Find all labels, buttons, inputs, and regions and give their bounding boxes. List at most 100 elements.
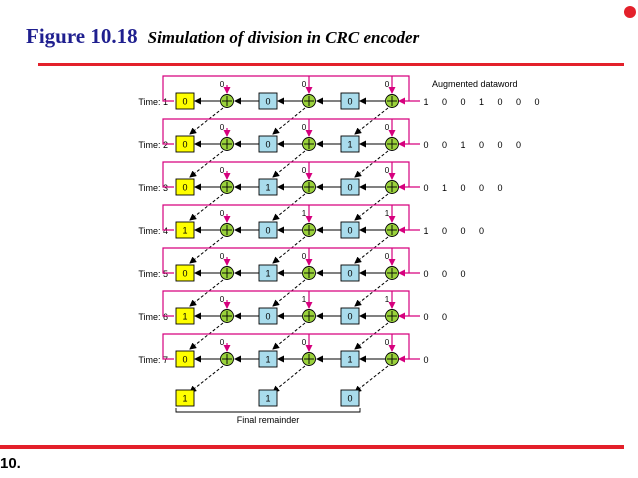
feedback-loop xyxy=(162,290,410,317)
next-state-arrow xyxy=(272,365,306,393)
tap-value: 0 xyxy=(302,252,307,261)
xor-gate xyxy=(302,266,316,280)
register-value: 0 xyxy=(347,312,352,322)
register-value: 1 xyxy=(182,312,187,322)
next-state-arrow xyxy=(354,279,389,307)
xor-gate xyxy=(220,223,234,237)
footer-divider xyxy=(0,445,624,449)
register-cell xyxy=(340,350,360,368)
next-state-arrow xyxy=(189,150,224,178)
register-value: 0 xyxy=(182,355,187,365)
next-state-arrow xyxy=(272,150,306,178)
dataword-bit: 0 xyxy=(460,269,465,279)
next-state-arrow xyxy=(189,236,224,264)
augmented-dataword-label: Augmented dataword xyxy=(432,79,518,89)
dataword-bit: 0 xyxy=(423,140,428,150)
tap-value: 0 xyxy=(220,80,225,89)
remainder-value: 1 xyxy=(182,394,187,404)
register-cell xyxy=(175,264,195,282)
xor-gate xyxy=(220,137,234,151)
dataword-bit: 1 xyxy=(442,183,447,193)
tap-value: 0 xyxy=(302,123,307,132)
xor-gate xyxy=(385,94,399,108)
xor-gate xyxy=(220,94,234,108)
time-label: Time: 3 xyxy=(138,183,168,193)
xor-gate xyxy=(302,137,316,151)
dataword-bit: 0 xyxy=(479,226,484,236)
register-value: 0 xyxy=(265,140,270,150)
feedback-loop xyxy=(162,118,410,145)
time-label: Time: 2 xyxy=(138,140,168,150)
dataword-bit: 0 xyxy=(442,269,447,279)
title-divider xyxy=(38,63,624,66)
remainder-value: 0 xyxy=(347,394,352,404)
dataword-bit: 0 xyxy=(423,183,428,193)
tap-value: 0 xyxy=(220,209,225,218)
next-state-arrow xyxy=(189,193,224,221)
tap-value: 1 xyxy=(302,295,307,304)
tap-value: 0 xyxy=(302,80,307,89)
register-cell xyxy=(258,221,278,239)
next-state-arrow xyxy=(354,193,389,221)
dataword-bit: 1 xyxy=(460,140,465,150)
dataword-bit: 0 xyxy=(423,355,428,365)
xor-gate xyxy=(385,266,399,280)
xor-gate xyxy=(385,352,399,366)
xor-gate xyxy=(302,180,316,194)
slide-corner-dot xyxy=(624,6,636,18)
register-cell xyxy=(258,135,278,153)
feedback-loop xyxy=(162,247,410,274)
register-cell xyxy=(175,307,195,325)
register-value: 1 xyxy=(347,355,352,365)
feedback-loop xyxy=(162,161,410,188)
feedback-loop xyxy=(162,333,410,360)
xor-gate xyxy=(302,94,316,108)
dataword-bit: 1 xyxy=(423,97,428,107)
xor-gate xyxy=(385,180,399,194)
next-state-arrow xyxy=(354,236,389,264)
next-state-arrow xyxy=(354,322,389,350)
register-cell xyxy=(175,135,195,153)
dataword-bit: 0 xyxy=(442,312,447,322)
time-label: Time: 1 xyxy=(138,97,168,107)
register-value: 0 xyxy=(265,97,270,107)
register-cell xyxy=(340,221,360,239)
register-value: 0 xyxy=(182,97,187,107)
xor-gate xyxy=(385,137,399,151)
register-value: 0 xyxy=(182,183,187,193)
dataword-bit: 0 xyxy=(442,97,447,107)
dataword-bit: 0 xyxy=(423,312,428,322)
register-cell xyxy=(258,178,278,196)
final-remainder-label: Final remainder xyxy=(237,415,300,425)
dataword-bit: 1 xyxy=(423,226,428,236)
dataword-bit: 0 xyxy=(442,140,447,150)
figure-caption: Simulation of division in CRC encoder xyxy=(147,28,420,47)
xor-gate xyxy=(385,223,399,237)
tap-value: 0 xyxy=(220,252,225,261)
tap-value: 0 xyxy=(385,80,390,89)
tap-value: 0 xyxy=(220,166,225,175)
dataword-bit: 0 xyxy=(423,269,428,279)
dataword-bit: 0 xyxy=(442,226,447,236)
register-cell xyxy=(258,307,278,325)
time-label: Time: 4 xyxy=(138,226,168,236)
feedback-loop xyxy=(162,204,410,231)
register-value: 1 xyxy=(182,226,187,236)
register-cell xyxy=(175,178,195,196)
register-cell xyxy=(340,307,360,325)
register-value: 0 xyxy=(182,269,187,279)
dataword-bit: 0 xyxy=(497,140,502,150)
dataword-bit: 0 xyxy=(479,183,484,193)
register-value: 1 xyxy=(265,355,270,365)
tap-value: 0 xyxy=(385,166,390,175)
next-state-arrow xyxy=(189,365,224,393)
xor-gate xyxy=(302,352,316,366)
next-state-arrow xyxy=(189,322,224,350)
dataword-bit: 1 xyxy=(479,97,484,107)
next-state-arrow xyxy=(272,107,306,135)
feedback-loop xyxy=(162,75,410,102)
next-state-arrow xyxy=(189,107,224,135)
